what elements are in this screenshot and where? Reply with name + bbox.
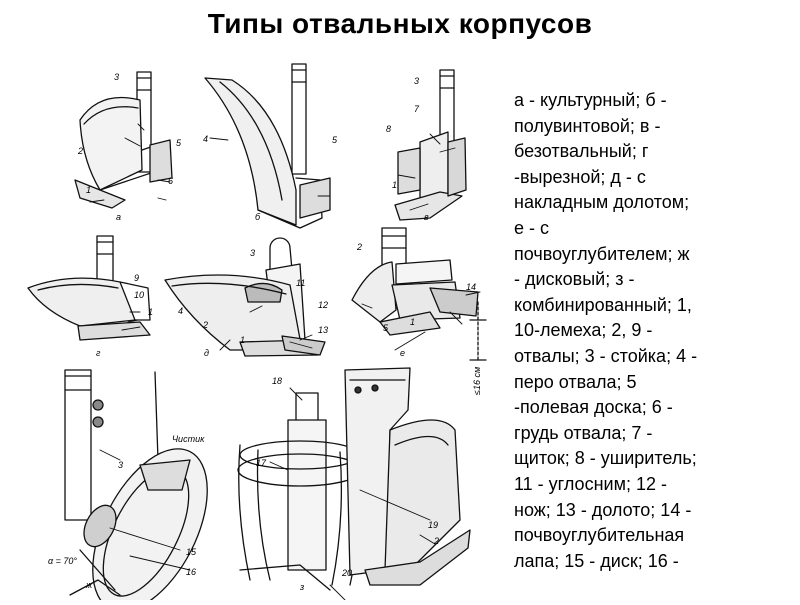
legend-line: 11 - углосним; 12 - — [514, 473, 667, 494]
part-number: 9 — [134, 273, 139, 283]
body-b-drawing — [204, 63, 331, 229]
legend-line: е - с — [514, 217, 550, 238]
part-number: 3 — [118, 460, 123, 470]
caption-v: в — [424, 212, 429, 222]
legend-line: нож; 13 - долото; 14 - — [514, 499, 692, 520]
part-number: 14 — [466, 282, 476, 292]
part-number: 1 — [240, 335, 245, 345]
caption-zh: ж — [85, 580, 93, 590]
part-number: 15 — [186, 547, 197, 557]
legend-line: накладным долотом; — [514, 192, 690, 213]
legend-line: отвалы; 3 - стойка; 4 - — [514, 345, 698, 366]
annotation-angle: α = 70° — [48, 556, 77, 566]
body-g-drawing — [27, 235, 151, 341]
part-number: 3 — [114, 72, 119, 82]
page-title: Типы отвальных корпусов — [207, 8, 593, 39]
legend-line: почвоуглубителем; ж — [514, 243, 690, 264]
legend-line: безотвальный; г — [514, 141, 649, 162]
body-zh-drawing — [64, 369, 208, 605]
part-number: 2 — [77, 146, 83, 156]
part-number: 20 — [341, 568, 352, 578]
part-number: 4 — [203, 134, 208, 144]
part-number: 13 — [318, 325, 328, 335]
legend-line: а - культурный; б - — [514, 90, 667, 110]
legend-line: почвоуглубительная — [514, 525, 685, 546]
part-number: 5 — [176, 138, 182, 148]
legend-line: 10-лемеха; 2, 9 - — [514, 320, 653, 341]
part-number: 17 — [256, 458, 267, 468]
part-number: 2 — [356, 242, 362, 252]
legend-line: лапа; 15 - диск; 16 - — [514, 550, 679, 571]
part-number: 10 — [134, 290, 144, 300]
part-number: 5 — [383, 323, 389, 333]
caption-b: б — [255, 212, 261, 222]
part-number: 8 — [386, 124, 391, 134]
part-number: 12 — [318, 300, 328, 310]
legend-line: полувинтовой; в - — [514, 115, 661, 136]
part-number: 1 — [410, 317, 415, 327]
legend-line: -вырезной; д - с — [514, 166, 646, 187]
legend-line: щиток; 8 - уширитель; — [514, 448, 697, 469]
part-number: 18 — [272, 376, 282, 386]
plow-bodies-figure: а б в г д е ж з Чистик α = 70° ≤16 см 3 … — [0, 50, 505, 605]
part-number: 16 — [186, 567, 196, 577]
part-number: 19 — [428, 520, 438, 530]
annotation-depth: ≤16 см — [472, 367, 482, 395]
part-number: 1 — [86, 185, 91, 195]
body-e-drawing — [351, 227, 487, 361]
legend-text: а - культурный; б - полувинтовой; в - бе… — [514, 88, 796, 574]
annotation-chistik: Чистик — [172, 434, 205, 444]
part-number: 4 — [178, 306, 183, 316]
legend-line: грудь отвала; 7 - — [514, 422, 653, 443]
legend-line: -полевая доска; 6 - — [514, 397, 673, 418]
body-z-drawing — [237, 367, 471, 591]
part-number: 3 — [414, 76, 419, 86]
legend-line: комбинированный; 1, — [514, 294, 692, 315]
caption-e: е — [400, 348, 405, 358]
part-number: 5 — [332, 135, 338, 145]
legend-line: перо отвала; 5 — [514, 371, 637, 392]
part-number: 7 — [414, 104, 420, 114]
part-number: 6 — [168, 176, 173, 186]
part-number: 2 — [433, 536, 439, 546]
legend-line: - дисковый; з - — [514, 269, 635, 290]
caption-z: з — [299, 582, 304, 592]
part-number: 2 — [202, 320, 208, 330]
plow-bodies-drawing: а б в г д е ж з Чистик α = 70° ≤16 см 3 … — [27, 63, 487, 605]
part-number: 11 — [296, 278, 305, 288]
part-number: 1 — [392, 180, 397, 190]
caption-d: д — [204, 348, 209, 358]
body-a-drawing — [74, 71, 173, 209]
body-d-drawing — [164, 237, 326, 357]
caption-g: г — [96, 348, 101, 358]
caption-a: а — [116, 212, 121, 222]
part-number: 3 — [250, 248, 255, 258]
part-number: 1 — [148, 307, 153, 317]
body-v-drawing — [394, 69, 467, 221]
